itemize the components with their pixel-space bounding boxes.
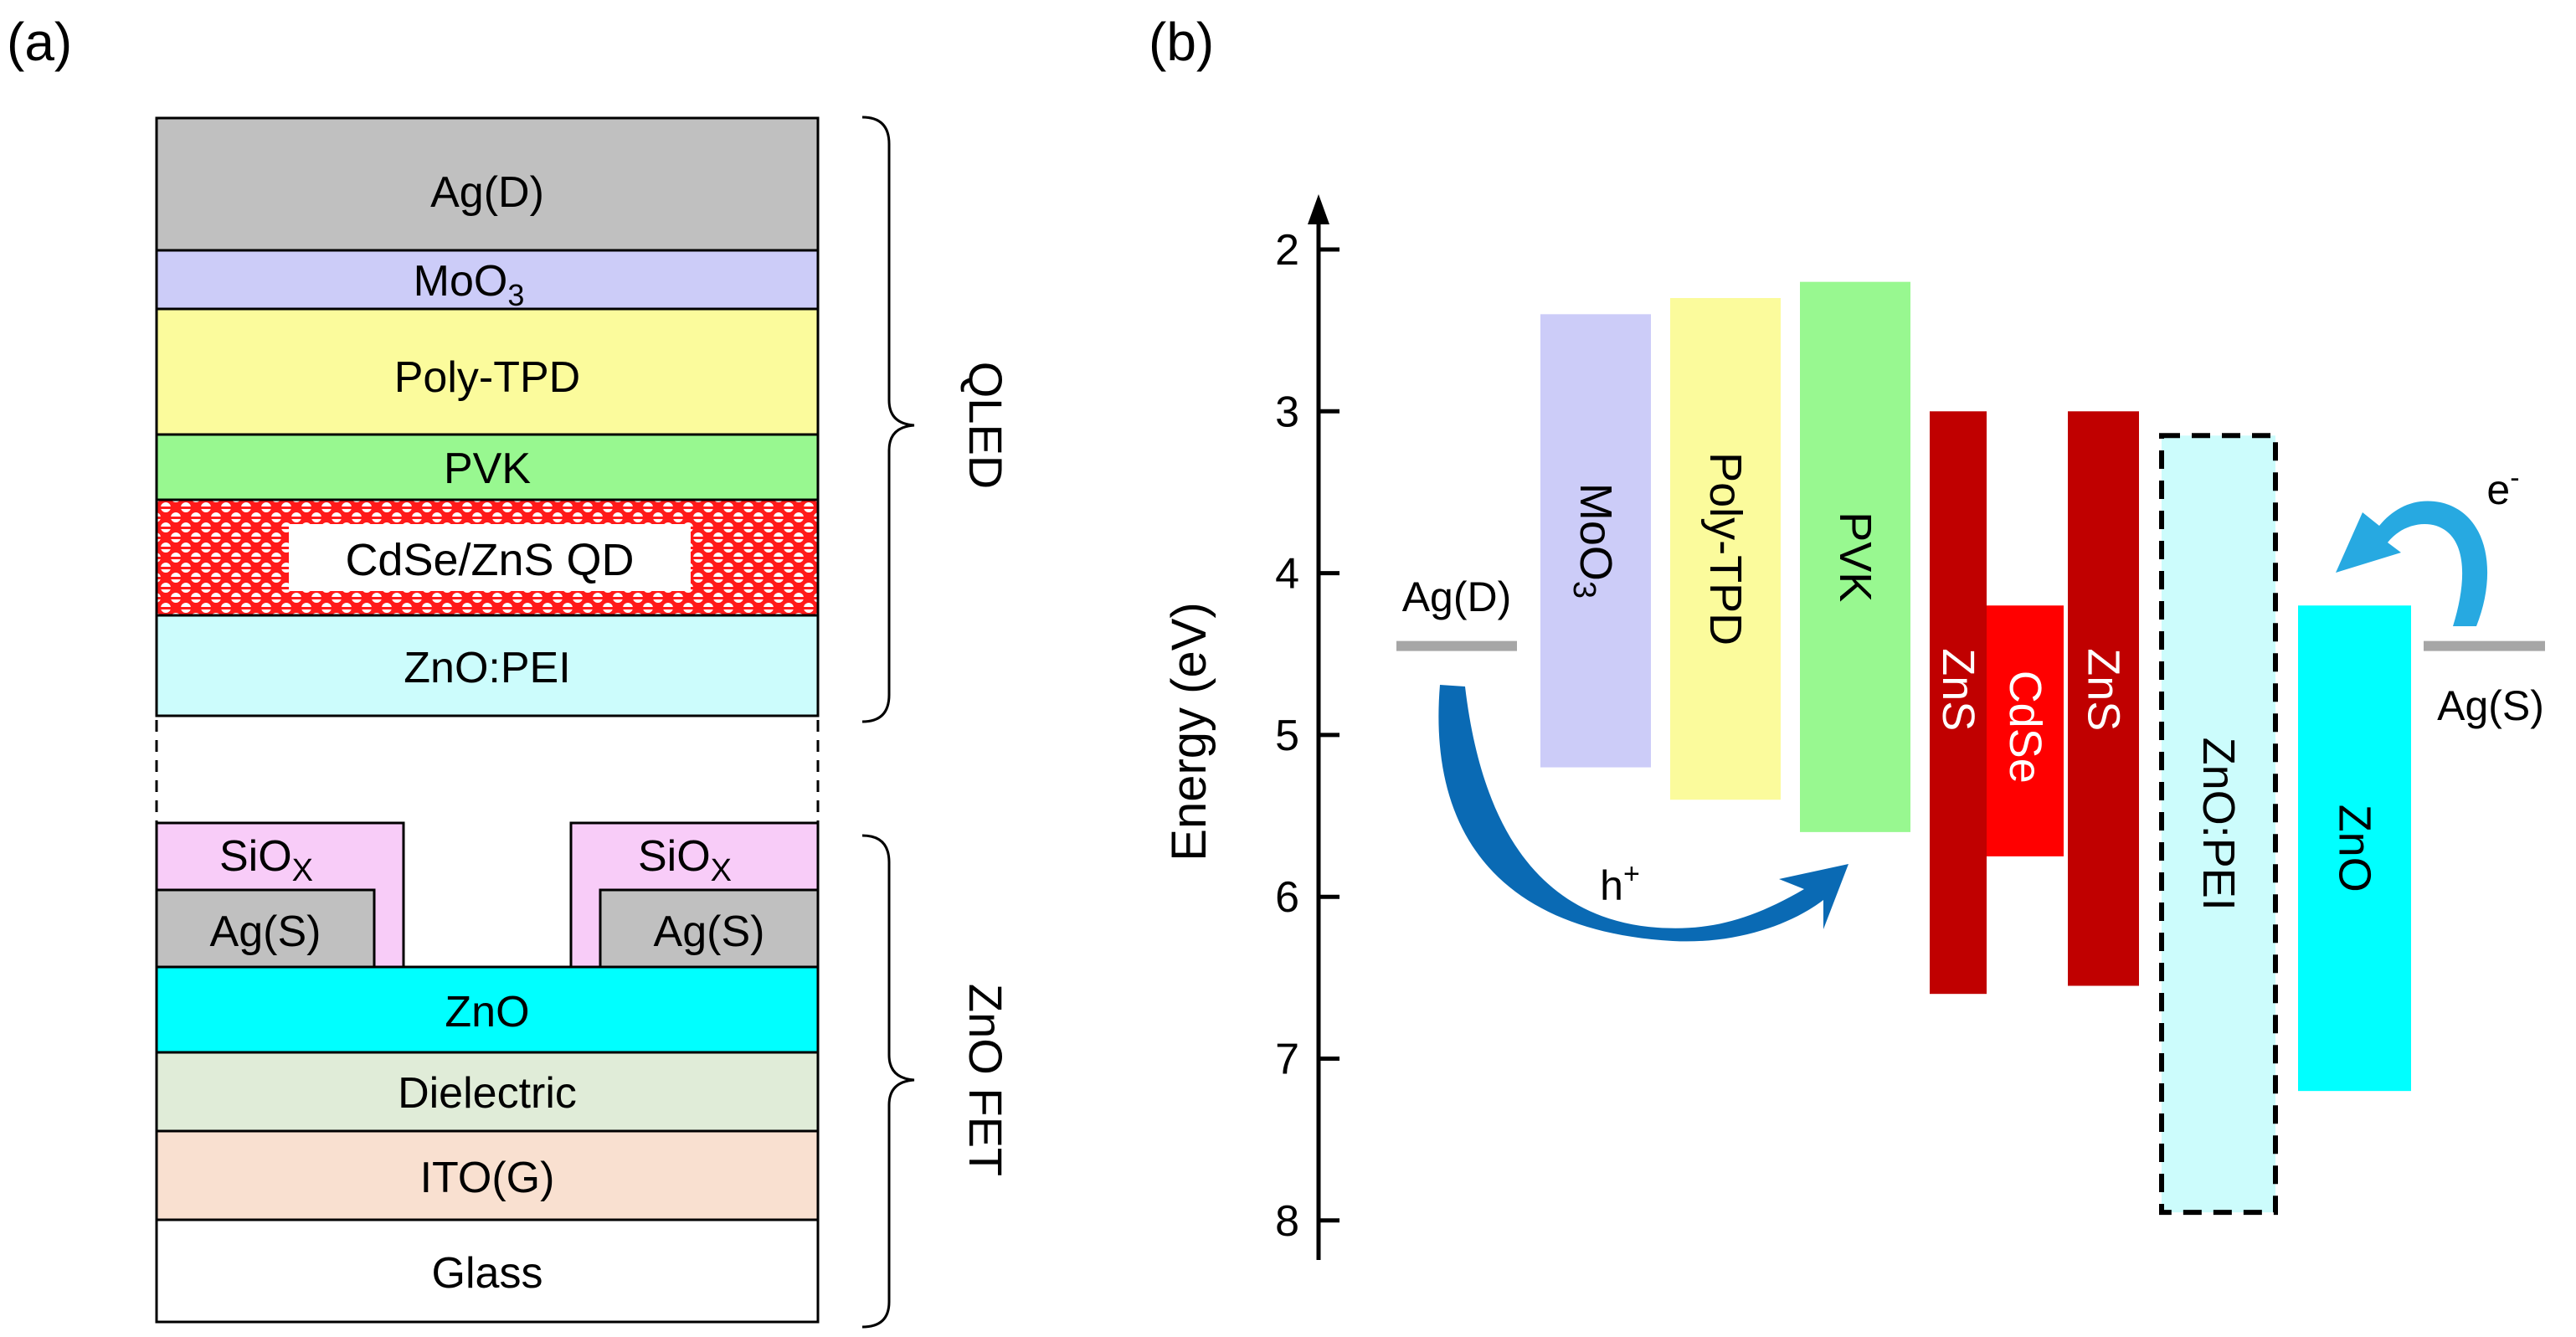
energy-axis-label: Energy (eV) (1162, 602, 1216, 861)
svg-text:Glass: Glass (432, 1249, 543, 1298)
energy-tick-8: 8 (1275, 1197, 1339, 1246)
energy-axis-ticks: 2 3 4 5 6 7 8 (1275, 226, 1339, 1246)
fet-layer-ito: ITO(G) (155, 1129, 820, 1221)
svg-text:2: 2 (1275, 226, 1299, 275)
band-cdse-4: CdSe (1987, 605, 2064, 856)
svg-text:ZnO:PEI: ZnO:PEI (404, 644, 570, 692)
svg-text:Ag(D): Ag(D) (1402, 573, 1512, 620)
band-pvk-2: PVK (1800, 281, 1910, 832)
fet-layer-glass: Glass (155, 1218, 820, 1324)
svg-text:SiOX: SiOX (219, 832, 313, 888)
energy-axis-arrowhead (1308, 194, 1329, 224)
energy-bands: MoO3 Poly-TPD PVK ZnS CdSe ZnS ZnO:PEI ZnO (1540, 281, 2411, 1216)
fet-label: ZnO FET (959, 984, 1012, 1176)
fet-layer-zno: ZnO (155, 965, 820, 1054)
energy-tick-5: 5 (1275, 712, 1339, 760)
contact-left: SiOX Ag(S) (155, 821, 405, 969)
svg-text:6: 6 (1275, 873, 1299, 922)
svg-text:ZnS: ZnS (2079, 648, 2129, 731)
svg-text:Ag(S): Ag(S) (654, 908, 765, 956)
svg-text:Poly-TPD: Poly-TPD (394, 353, 580, 402)
energy-tick-3: 3 (1275, 388, 1339, 436)
svg-text:ZnO: ZnO (445, 988, 529, 1036)
fet-stack: SiOX Ag(S) SiOX Ag(S) ZnO Dielectric ITO… (155, 821, 820, 1324)
svg-text:MoO3: MoO3 (414, 257, 525, 312)
svg-text:e-: e- (2486, 462, 2519, 513)
svg-text:CdSe: CdSe (2000, 671, 2050, 784)
svg-text:Ag(S): Ag(S) (2437, 682, 2544, 729)
contact-right: SiOX Ag(S) (569, 821, 820, 969)
electron-transfer-arrow: e- (2336, 462, 2520, 626)
svg-text:4: 4 (1275, 550, 1299, 599)
panel-b: (b) Energy (eV) 2 3 4 5 6 7 8 MoO3 Poly-TPD PVK Z… (1149, 12, 2545, 1260)
ag-s-level: Ag(S) (2424, 640, 2545, 729)
qled-label: QLED (959, 362, 1012, 490)
svg-text:PVK: PVK (444, 445, 531, 493)
svg-text:ZnO:PEI: ZnO:PEI (2193, 738, 2244, 911)
band-zno-pei-6: ZnO:PEI (2159, 433, 2278, 1216)
svg-text:Dielectric: Dielectric (398, 1069, 577, 1118)
svg-text:7: 7 (1275, 1036, 1299, 1084)
svg-text:SiOX: SiOX (638, 832, 732, 888)
svg-text:PVK: PVK (1830, 512, 1880, 602)
svg-text:h+: h+ (1600, 858, 1640, 909)
svg-text:Poly-TPD: Poly-TPD (1700, 452, 1751, 645)
svg-text:MoO3: MoO3 (1566, 483, 1621, 599)
band-moo-0: MoO3 (1540, 314, 1651, 768)
qled-layer-zno-pei: ZnO:PEI (155, 614, 820, 717)
svg-text:5: 5 (1275, 712, 1299, 760)
svg-text:Ag(D): Ag(D) (430, 168, 544, 217)
band-poly-tpd-1: Poly-TPD (1670, 297, 1781, 800)
fet-brace (861, 834, 915, 1329)
fet-layer-dielectric: Dielectric (155, 1051, 820, 1133)
qled-layer-moo3: MoO3 (155, 249, 820, 312)
svg-text:ZnO: ZnO (2330, 805, 2380, 892)
band-zns-3: ZnS (1930, 411, 1987, 995)
qled-layer-ag-d: Ag(D) (155, 116, 820, 252)
svg-text:8: 8 (1275, 1197, 1299, 1246)
svg-text:ITO(G): ITO(G) (420, 1154, 555, 1202)
ag-d-level: Ag(D) (1396, 573, 1517, 651)
svg-text:ZnS: ZnS (1933, 648, 1983, 731)
panel-a-label: (a) (7, 12, 72, 72)
qled-layer-pvk: PVK (155, 433, 820, 501)
energy-tick-6: 6 (1275, 873, 1339, 922)
qled-stack: Ag(D) MoO3 Poly-TPD PVK CdSe/ZnS QD (155, 116, 820, 717)
hole-transfer-arrow: h+ (1438, 685, 1848, 942)
qled-layer-qd: CdSe/ZnS QD (155, 498, 820, 617)
energy-tick-7: 7 (1275, 1036, 1339, 1084)
panel-a: (a) Ag(D) MoO3 Poly-TPD PVK CdSe (7, 12, 1012, 1329)
energy-tick-2: 2 (1275, 226, 1339, 275)
qled-layer-poly-tpd: Poly-TPD (155, 307, 820, 436)
panel-b-label: (b) (1149, 12, 1214, 72)
svg-text:3: 3 (1275, 388, 1299, 436)
band-zno-7: ZnO (2298, 605, 2411, 1092)
band-zns-5: ZnS (2068, 411, 2139, 986)
energy-tick-4: 4 (1275, 550, 1339, 599)
qled-brace (861, 116, 915, 723)
svg-text:CdSe/ZnS QD: CdSe/ZnS QD (345, 535, 634, 585)
svg-text:Ag(S): Ag(S) (210, 908, 321, 956)
